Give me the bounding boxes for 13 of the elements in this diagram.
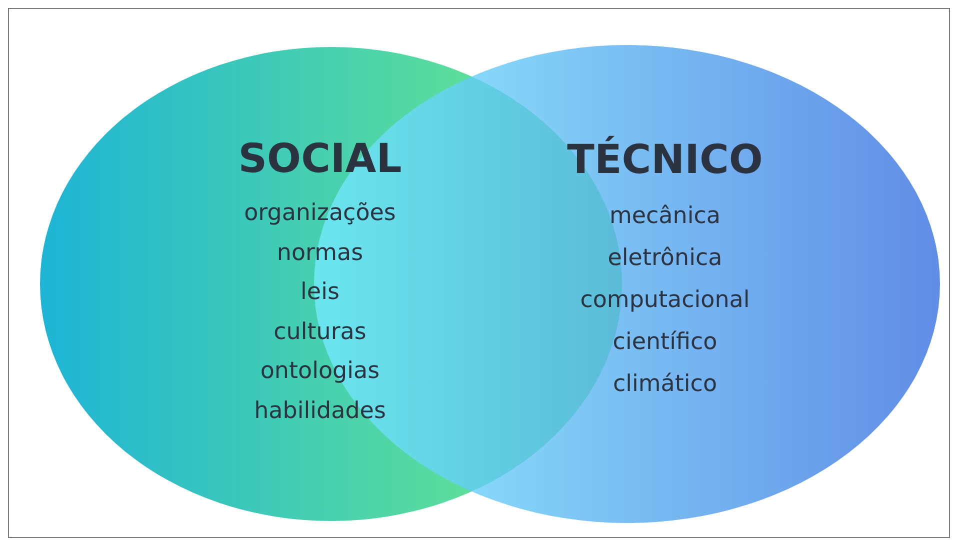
list-item: climático bbox=[612, 370, 718, 399]
list-item: organizações bbox=[244, 199, 396, 228]
list-item: científico bbox=[612, 328, 718, 357]
list-item: ontologias bbox=[260, 357, 380, 386]
list-item: eletrônica bbox=[608, 244, 722, 273]
list-item: culturas bbox=[274, 318, 366, 347]
list-item: mecânica bbox=[609, 202, 720, 231]
category-title: TÉCNICO bbox=[567, 137, 763, 183]
list-item: computacional bbox=[580, 286, 750, 315]
list-item: habilidades bbox=[254, 396, 386, 426]
list-item: leis bbox=[300, 278, 340, 308]
list-item: normas bbox=[276, 238, 364, 268]
category-title: SOCIAL bbox=[238, 136, 402, 182]
